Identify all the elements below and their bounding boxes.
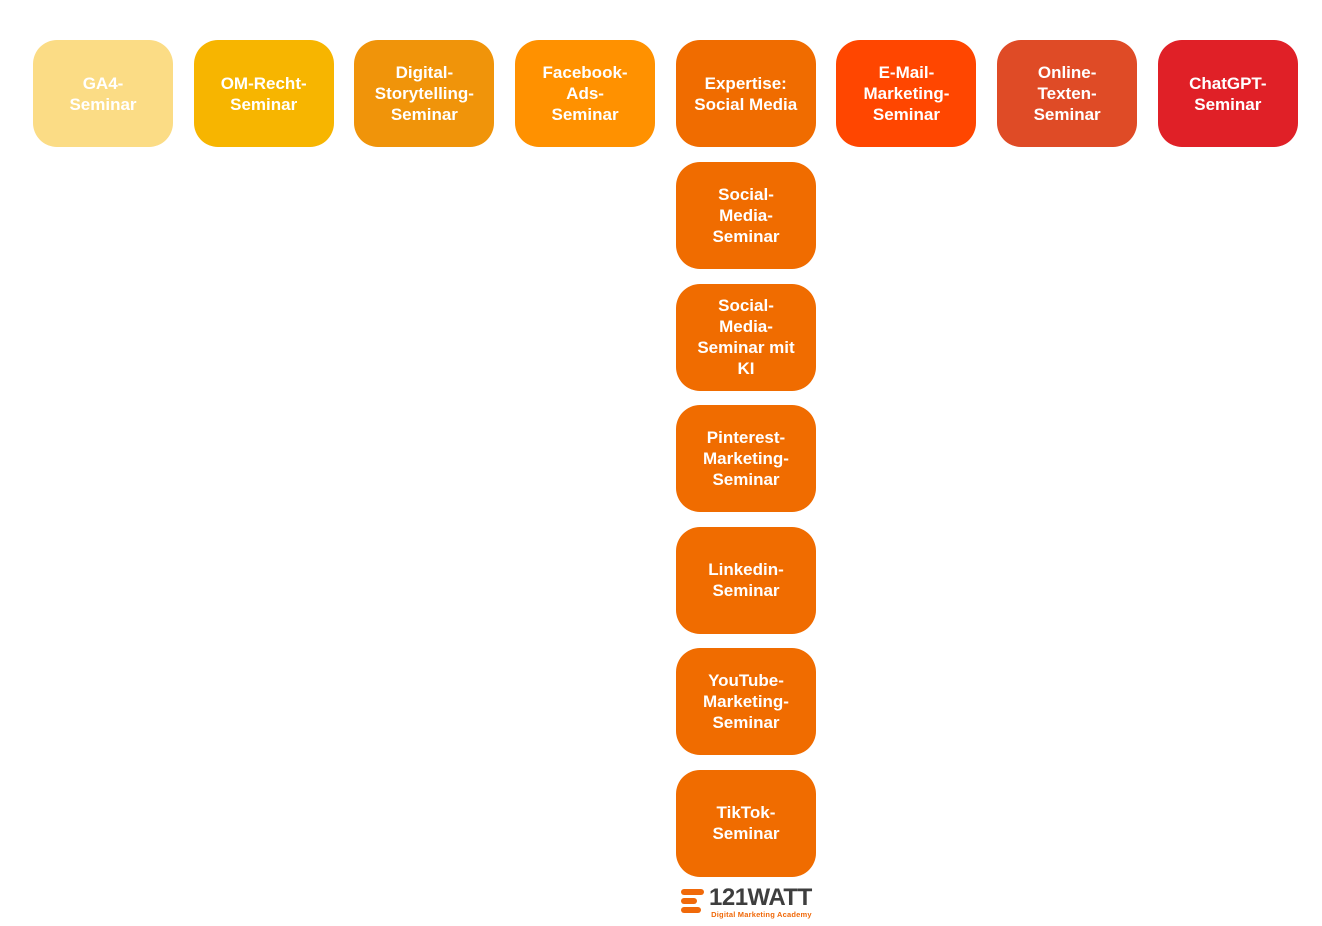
seminar-card-label: Social- Media- Seminar mit KI <box>697 296 795 378</box>
seminar-card-label: GA4- Seminar <box>69 73 137 114</box>
seminar-card-chatgpt[interactable]: ChatGPT- Seminar <box>1157 40 1298 147</box>
logo-tagline: Digital Marketing Academy <box>711 910 812 919</box>
seminar-card-ga4[interactable]: GA4- Seminar <box>33 40 173 147</box>
seminar-card-label: ChatGPT- Seminar <box>1189 73 1267 114</box>
seminar-card-label: Pinterest- Marketing- Seminar <box>703 428 789 489</box>
logo-bar <box>681 889 704 895</box>
social-media-expertise-column: Social- Media- Seminar Social- Media- Se… <box>676 162 816 877</box>
seminar-card-social-media-ki[interactable]: Social- Media- Seminar mit KI <box>676 283 816 391</box>
seminar-card-pinterest-marketing[interactable]: Pinterest- Marketing- Seminar <box>676 405 816 512</box>
logo-bar <box>681 898 697 904</box>
seminar-card-digital-storytelling[interactable]: Digital- Storytelling- Seminar <box>354 40 495 147</box>
seminar-card-label: Online- Texten- Seminar <box>1033 63 1101 124</box>
seminar-card-om-recht[interactable]: OM-Recht- Seminar <box>193 40 334 147</box>
top-seminar-row: GA4- Seminar OM-Recht- Seminar Digital- … <box>33 40 1298 147</box>
logo-text: 121WATT Digital Marketing Academy <box>709 886 812 920</box>
seminar-card-label: OM-Recht- Seminar <box>220 73 307 114</box>
seminar-card-email-marketing[interactable]: E-Mail- Marketing- Seminar <box>836 40 977 147</box>
seminar-card-tiktok[interactable]: TikTok- Seminar <box>676 769 816 877</box>
seminar-card-label: YouTube- Marketing- Seminar <box>703 671 789 732</box>
seminar-card-label: TikTok- Seminar <box>712 803 780 843</box>
seminar-card-linkedin[interactable]: Linkedin- Seminar <box>676 526 816 634</box>
seminar-card-social-media[interactable]: Social- Media- Seminar <box>676 162 816 269</box>
three-bars-icon <box>681 886 704 913</box>
seminar-card-facebook-ads[interactable]: Facebook- Ads- Seminar <box>515 40 656 147</box>
logo-bar <box>681 907 701 913</box>
seminar-card-expertise-social-media[interactable]: Expertise: Social Media <box>675 40 816 147</box>
seminar-card-online-texten[interactable]: Online- Texten- Seminar <box>997 40 1138 147</box>
logo-wordmark: 121WATT <box>709 884 812 911</box>
seminar-card-youtube-marketing[interactable]: YouTube- Marketing- Seminar <box>676 648 816 755</box>
seminar-card-label: Facebook- Ads- Seminar <box>542 63 628 124</box>
logo-121watt: 121WATT Digital Marketing Academy <box>681 886 812 920</box>
seminar-card-label: Expertise: Social Media <box>694 73 798 114</box>
seminar-card-label: E-Mail- Marketing- Seminar <box>863 63 950 124</box>
seminar-card-label: Digital- Storytelling- Seminar <box>374 63 474 124</box>
seminar-card-label: Linkedin- Seminar <box>708 560 784 600</box>
seminar-card-label: Social- Media- Seminar <box>712 185 780 246</box>
